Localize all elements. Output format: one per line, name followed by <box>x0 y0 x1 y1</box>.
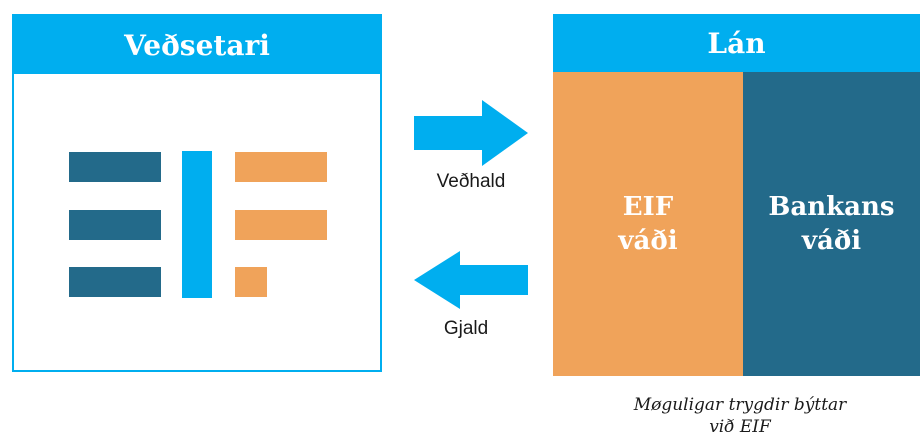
arrow-left-icon <box>414 251 528 309</box>
eif-risk-block: EIF váði <box>553 72 743 376</box>
bank-risk-line1: Bankans <box>768 192 895 222</box>
bank-risk-line2: váði <box>801 226 862 256</box>
loan-title: Lán <box>553 14 920 72</box>
logo-bar-f-bottom <box>235 267 267 297</box>
logo-bar-e-middle <box>69 210 161 240</box>
caption-line2: við EIF <box>709 417 771 437</box>
logo-bar-e-bottom <box>69 267 161 297</box>
guarantor-box: Veðsetari <box>12 14 382 372</box>
bank-risk-block: Bankans váði <box>743 72 920 376</box>
logo-bar-f-top <box>235 152 327 182</box>
arrow-right-icon <box>414 100 528 166</box>
caption: Møguligar trygdir býttar við EIF <box>590 394 890 438</box>
caption-line1: Møguligar trygdir býttar <box>633 395 847 415</box>
back-label: Gjald <box>443 318 489 339</box>
forward-label: Veðhald <box>436 171 506 192</box>
logo-bar-f-middle <box>235 210 327 240</box>
loan-box: Lán EIF váði Bankans váði <box>553 14 920 376</box>
logo-bar-i <box>182 151 212 298</box>
logo-bar-e-top <box>69 152 161 182</box>
eif-risk-line2: váði <box>618 226 678 256</box>
eif-risk-line1: EIF <box>622 192 674 222</box>
guarantor-title: Veðsetari <box>14 16 380 74</box>
